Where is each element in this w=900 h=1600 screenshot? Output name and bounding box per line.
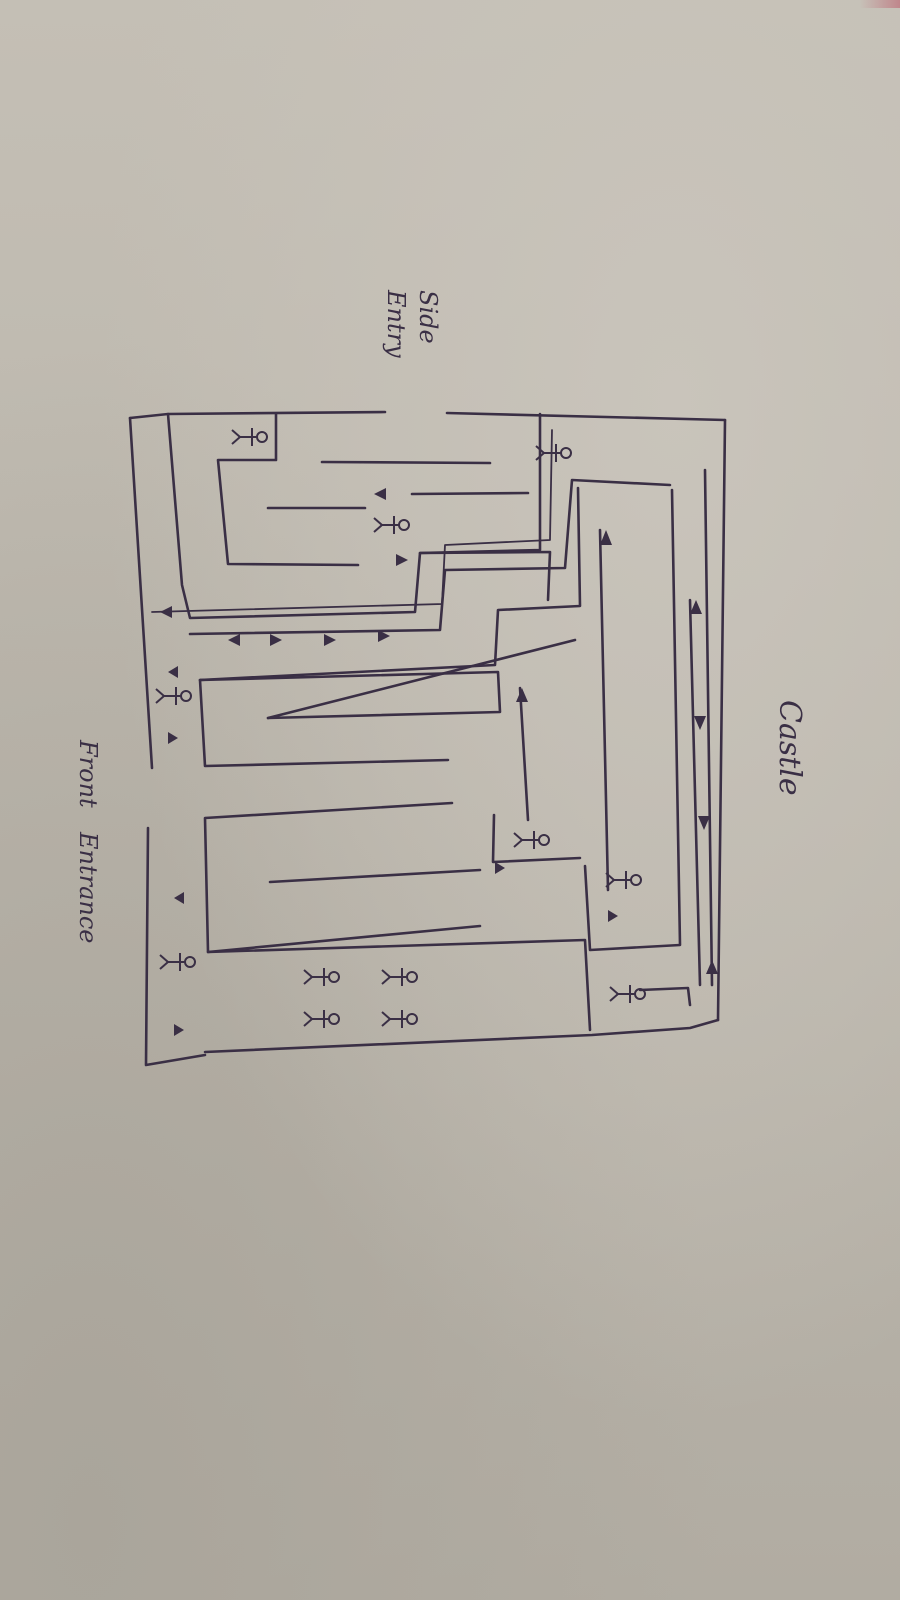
arrow-icon	[168, 666, 178, 678]
stick-figure-icon	[382, 1010, 417, 1028]
corridor-line-2	[412, 493, 528, 494]
arrow-icon	[160, 606, 172, 618]
bottom-right-corner	[640, 988, 690, 1005]
arrow-icon	[228, 634, 240, 646]
stick-figure-icon	[232, 428, 267, 446]
arrow-icon	[270, 634, 282, 646]
right-loop-path	[600, 530, 608, 890]
outer-wall-left-upper	[130, 418, 152, 768]
stick-figure-icon	[382, 968, 417, 986]
middle-room-wall	[200, 680, 448, 766]
outer-wall-bottom	[205, 1020, 718, 1052]
arrow-icon	[396, 554, 408, 566]
inner-wall-c	[420, 552, 550, 600]
arrow-icon	[608, 910, 618, 922]
side-entry-label-2: Entry	[382, 289, 410, 358]
arrow-icon	[374, 488, 386, 500]
arrow-icon	[495, 862, 505, 874]
middle-corridor-line	[268, 640, 575, 718]
arrow-icon	[706, 960, 718, 974]
arrow-icon	[600, 530, 612, 545]
front-entrance-label-1: Front	[74, 739, 102, 808]
arrow-path-left	[520, 688, 528, 820]
corridor-line-1	[322, 462, 490, 463]
inner-wall-e	[200, 488, 580, 680]
side-entry-label-1: Side	[414, 290, 442, 344]
stick-figure-icon	[610, 985, 645, 1003]
stick-figure-icon	[514, 831, 549, 849]
arrow-icon	[698, 816, 710, 830]
right-corridor	[690, 600, 700, 985]
arrow-icon	[694, 716, 706, 730]
right-loop-outer	[493, 815, 580, 862]
arrow-icon	[690, 600, 702, 614]
inner-wall-d	[190, 480, 670, 634]
arrow-path-main	[152, 430, 552, 612]
arrow-icon	[168, 732, 178, 744]
right-loop-inner	[585, 490, 680, 950]
stick-figure-icon	[160, 953, 195, 971]
arrow-icon	[174, 892, 184, 904]
castle-label: Castle	[772, 700, 807, 796]
right-corridor-2	[705, 470, 712, 985]
arrow-icon	[174, 1024, 184, 1036]
stick-figure-icon	[304, 968, 339, 986]
stick-figure-icon	[374, 516, 409, 534]
outer-wall-right	[718, 420, 725, 1020]
front-room-divider	[208, 940, 590, 1030]
front-entrance-label-2: Entrance	[74, 831, 102, 944]
arrow-icon	[516, 688, 528, 702]
arrow-icon	[324, 634, 336, 646]
stick-figure-icon	[156, 687, 191, 705]
stick-figure-icon	[304, 1010, 339, 1028]
stick-figure-icon	[606, 871, 641, 889]
front-corridor-line	[270, 870, 480, 882]
middle-room-top	[200, 672, 500, 718]
outer-wall-top-right	[447, 413, 725, 420]
